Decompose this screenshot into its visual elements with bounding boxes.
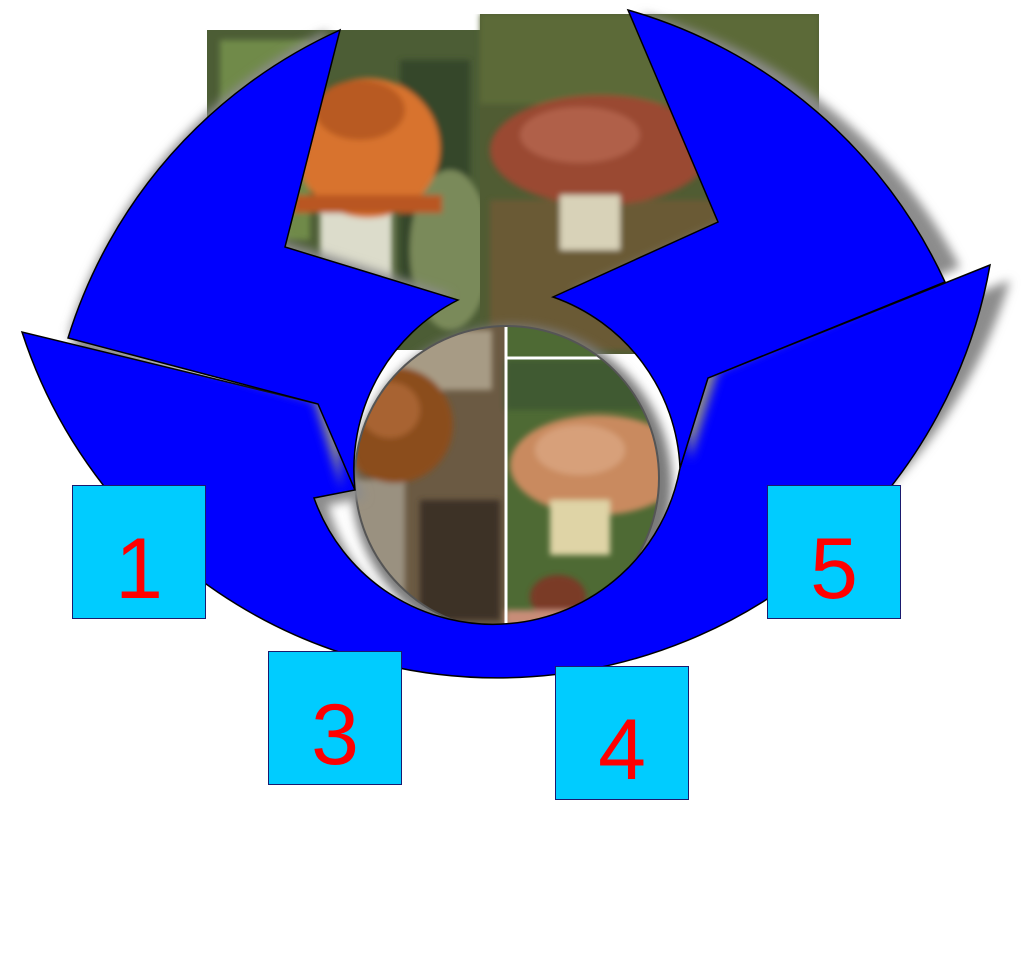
tile-label-1: 1	[73, 526, 205, 612]
number-tile-4[interactable]: 4	[555, 666, 689, 800]
tile-label-5: 5	[768, 526, 900, 612]
number-tile-1[interactable]: 1	[72, 485, 206, 619]
tile-label-3: 3	[269, 692, 401, 778]
number-tile-3[interactable]: 3	[268, 651, 402, 785]
number-tile-5[interactable]: 5	[767, 485, 901, 619]
tile-label-4: 4	[556, 707, 688, 793]
